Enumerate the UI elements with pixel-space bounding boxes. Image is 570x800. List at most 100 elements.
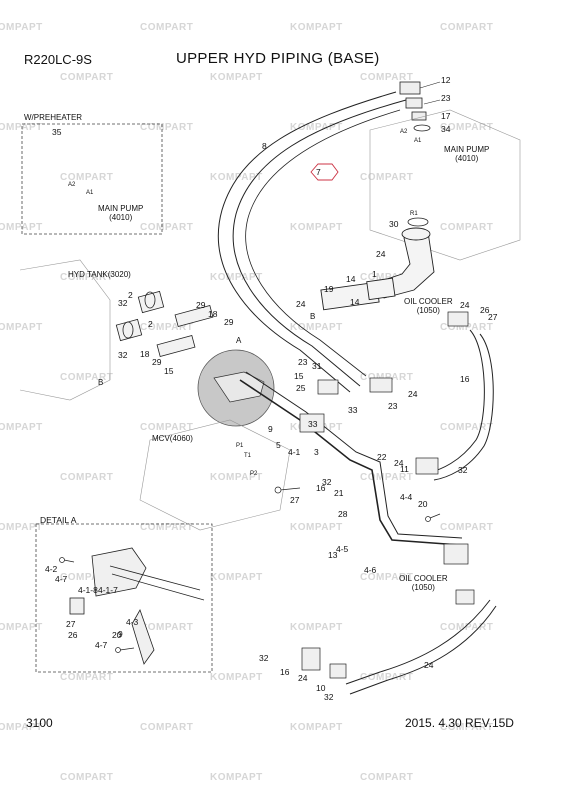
callout-number: 22 <box>377 452 387 462</box>
callout-number: 29 <box>224 317 234 327</box>
callout-number: 24 <box>296 299 306 309</box>
callout-number: 35 <box>52 127 62 137</box>
watermark-text: KOMPAPT <box>0 22 43 33</box>
watermark-text: COMPART <box>360 572 414 583</box>
watermark-text: KOMPAPT <box>210 272 263 283</box>
callout-number: 4-6 <box>364 565 377 575</box>
watermark-text: KOMPAPT <box>0 522 43 533</box>
callout-number: 32 <box>324 692 334 702</box>
watermark-text: KOMPAPT <box>0 422 43 433</box>
callout-number: 27 <box>66 619 76 629</box>
preheater-inset-box <box>21 123 163 235</box>
detail-a-box <box>35 523 213 673</box>
callout-number: 17 <box>441 111 451 121</box>
callout-number: 23 <box>388 401 398 411</box>
callout-number: 29 <box>196 300 206 310</box>
callout-number: 15 <box>294 371 304 381</box>
callout-number: 5 <box>276 440 281 450</box>
callout-number: 11 <box>400 464 409 474</box>
port-label: T1 <box>244 453 252 459</box>
callout-number: 13 <box>328 550 338 560</box>
suction-pipe <box>320 227 435 311</box>
callout-number: 18 <box>208 309 218 319</box>
callout-number: 4-4 <box>400 492 413 502</box>
bolts <box>59 486 441 653</box>
callout-number: 21 <box>334 488 344 498</box>
callout-number: 24 <box>424 660 434 670</box>
callout-number: 20 <box>418 499 428 509</box>
callout-number: 24 <box>408 389 418 399</box>
callout-number: 32 <box>322 477 332 487</box>
watermark-text: COMPART <box>440 522 494 533</box>
callout-number: 10 <box>316 683 326 693</box>
watermark-text: COMPART <box>60 72 114 83</box>
callout-number: 19 <box>324 284 334 294</box>
port-label: A1 <box>414 138 422 144</box>
callout-number: 7 <box>316 167 321 177</box>
revision-date: 2015. 4.30 REV.15D <box>405 716 514 730</box>
watermark-text: KOMPAPT <box>290 622 343 633</box>
watermark-text: KOMPAPT <box>0 322 43 333</box>
detail-a-parts <box>69 547 205 665</box>
watermark-text: COMPART <box>60 572 114 583</box>
watermark-text: COMPART <box>60 272 114 283</box>
watermark-text: COMPART <box>360 72 414 83</box>
callout-number: 15 <box>164 366 174 376</box>
callout-number: 12 <box>441 75 451 85</box>
label-view-a: A <box>236 336 242 345</box>
watermark-text: COMPART <box>140 722 194 733</box>
page-title: UPPER HYD PIPING (BASE) <box>176 50 380 67</box>
callout-number: 14 <box>350 297 360 307</box>
callout-number: 24 <box>394 458 404 468</box>
callout-7-hex <box>310 163 339 181</box>
label-oil-cooler-top: OIL COOLER (1050) <box>404 297 453 315</box>
watermark-text: COMPART <box>440 122 494 133</box>
callout-number: 32 <box>118 350 128 360</box>
watermark-text: KOMPAPT <box>290 22 343 33</box>
callout-number: 27 <box>290 495 300 505</box>
watermark-text: KOMPAPT <box>290 322 343 333</box>
callout-number: 32 <box>118 298 128 308</box>
watermark-text: KOMPAPT <box>210 472 263 483</box>
watermark-text: KOMPAPT <box>290 722 343 733</box>
label-main-pump-inset: MAIN PUMP (4010) <box>98 204 144 222</box>
callout-number: 28 <box>338 509 348 519</box>
callout-number: 16 <box>316 483 326 493</box>
callout-number: 16 <box>460 374 470 384</box>
label-main-pump-top: MAIN PUMP (4010) <box>444 145 490 163</box>
callout-number: 33 <box>308 419 318 429</box>
callout-number: 4-7 <box>55 574 68 584</box>
callout-number: 16 <box>280 667 290 677</box>
callout-number: 4-1 <box>288 447 301 457</box>
callout-number: 4-1-8 <box>78 585 98 595</box>
callout-number: 23 <box>441 93 451 103</box>
watermark-text: COMPART <box>440 322 494 333</box>
label-detail-a: DETAIL A <box>40 515 77 525</box>
watermark-text: KOMPAPT <box>290 222 343 233</box>
callout-number: 18 <box>140 349 150 359</box>
callout-number: 23 <box>298 357 308 367</box>
callout-number: 26 <box>68 630 78 640</box>
callout-number: 27 <box>488 312 498 322</box>
callout-number: 14 <box>346 274 356 284</box>
watermark-text: COMPART <box>60 472 114 483</box>
watermark-text: COMPART <box>140 322 194 333</box>
small-fittings <box>299 311 475 679</box>
callout-number: 9 <box>268 424 273 434</box>
watermark-text: KOMPAPT <box>210 572 263 583</box>
label-oil-cooler-bottom: OIL COOLER (1050) <box>399 574 448 592</box>
watermark-text: KOMPAPT <box>290 122 343 133</box>
upper-fittings <box>399 81 431 132</box>
callout-number: 33 <box>348 405 358 415</box>
watermark-text: COMPART <box>140 222 194 233</box>
watermark-text: COMPART <box>140 622 194 633</box>
callout-number: 4-3 <box>126 617 139 627</box>
watermark-text: COMPART <box>140 522 194 533</box>
callout-number: 9 <box>118 629 123 639</box>
callout-number: 29 <box>152 357 162 367</box>
callout-number: 30 <box>389 219 399 229</box>
watermark-text: COMPART <box>140 422 194 433</box>
callout-number: 31 <box>312 361 322 371</box>
label-hyd-tank: HYD TANK(3020) <box>68 270 131 279</box>
callout-number: 3 <box>314 447 319 457</box>
